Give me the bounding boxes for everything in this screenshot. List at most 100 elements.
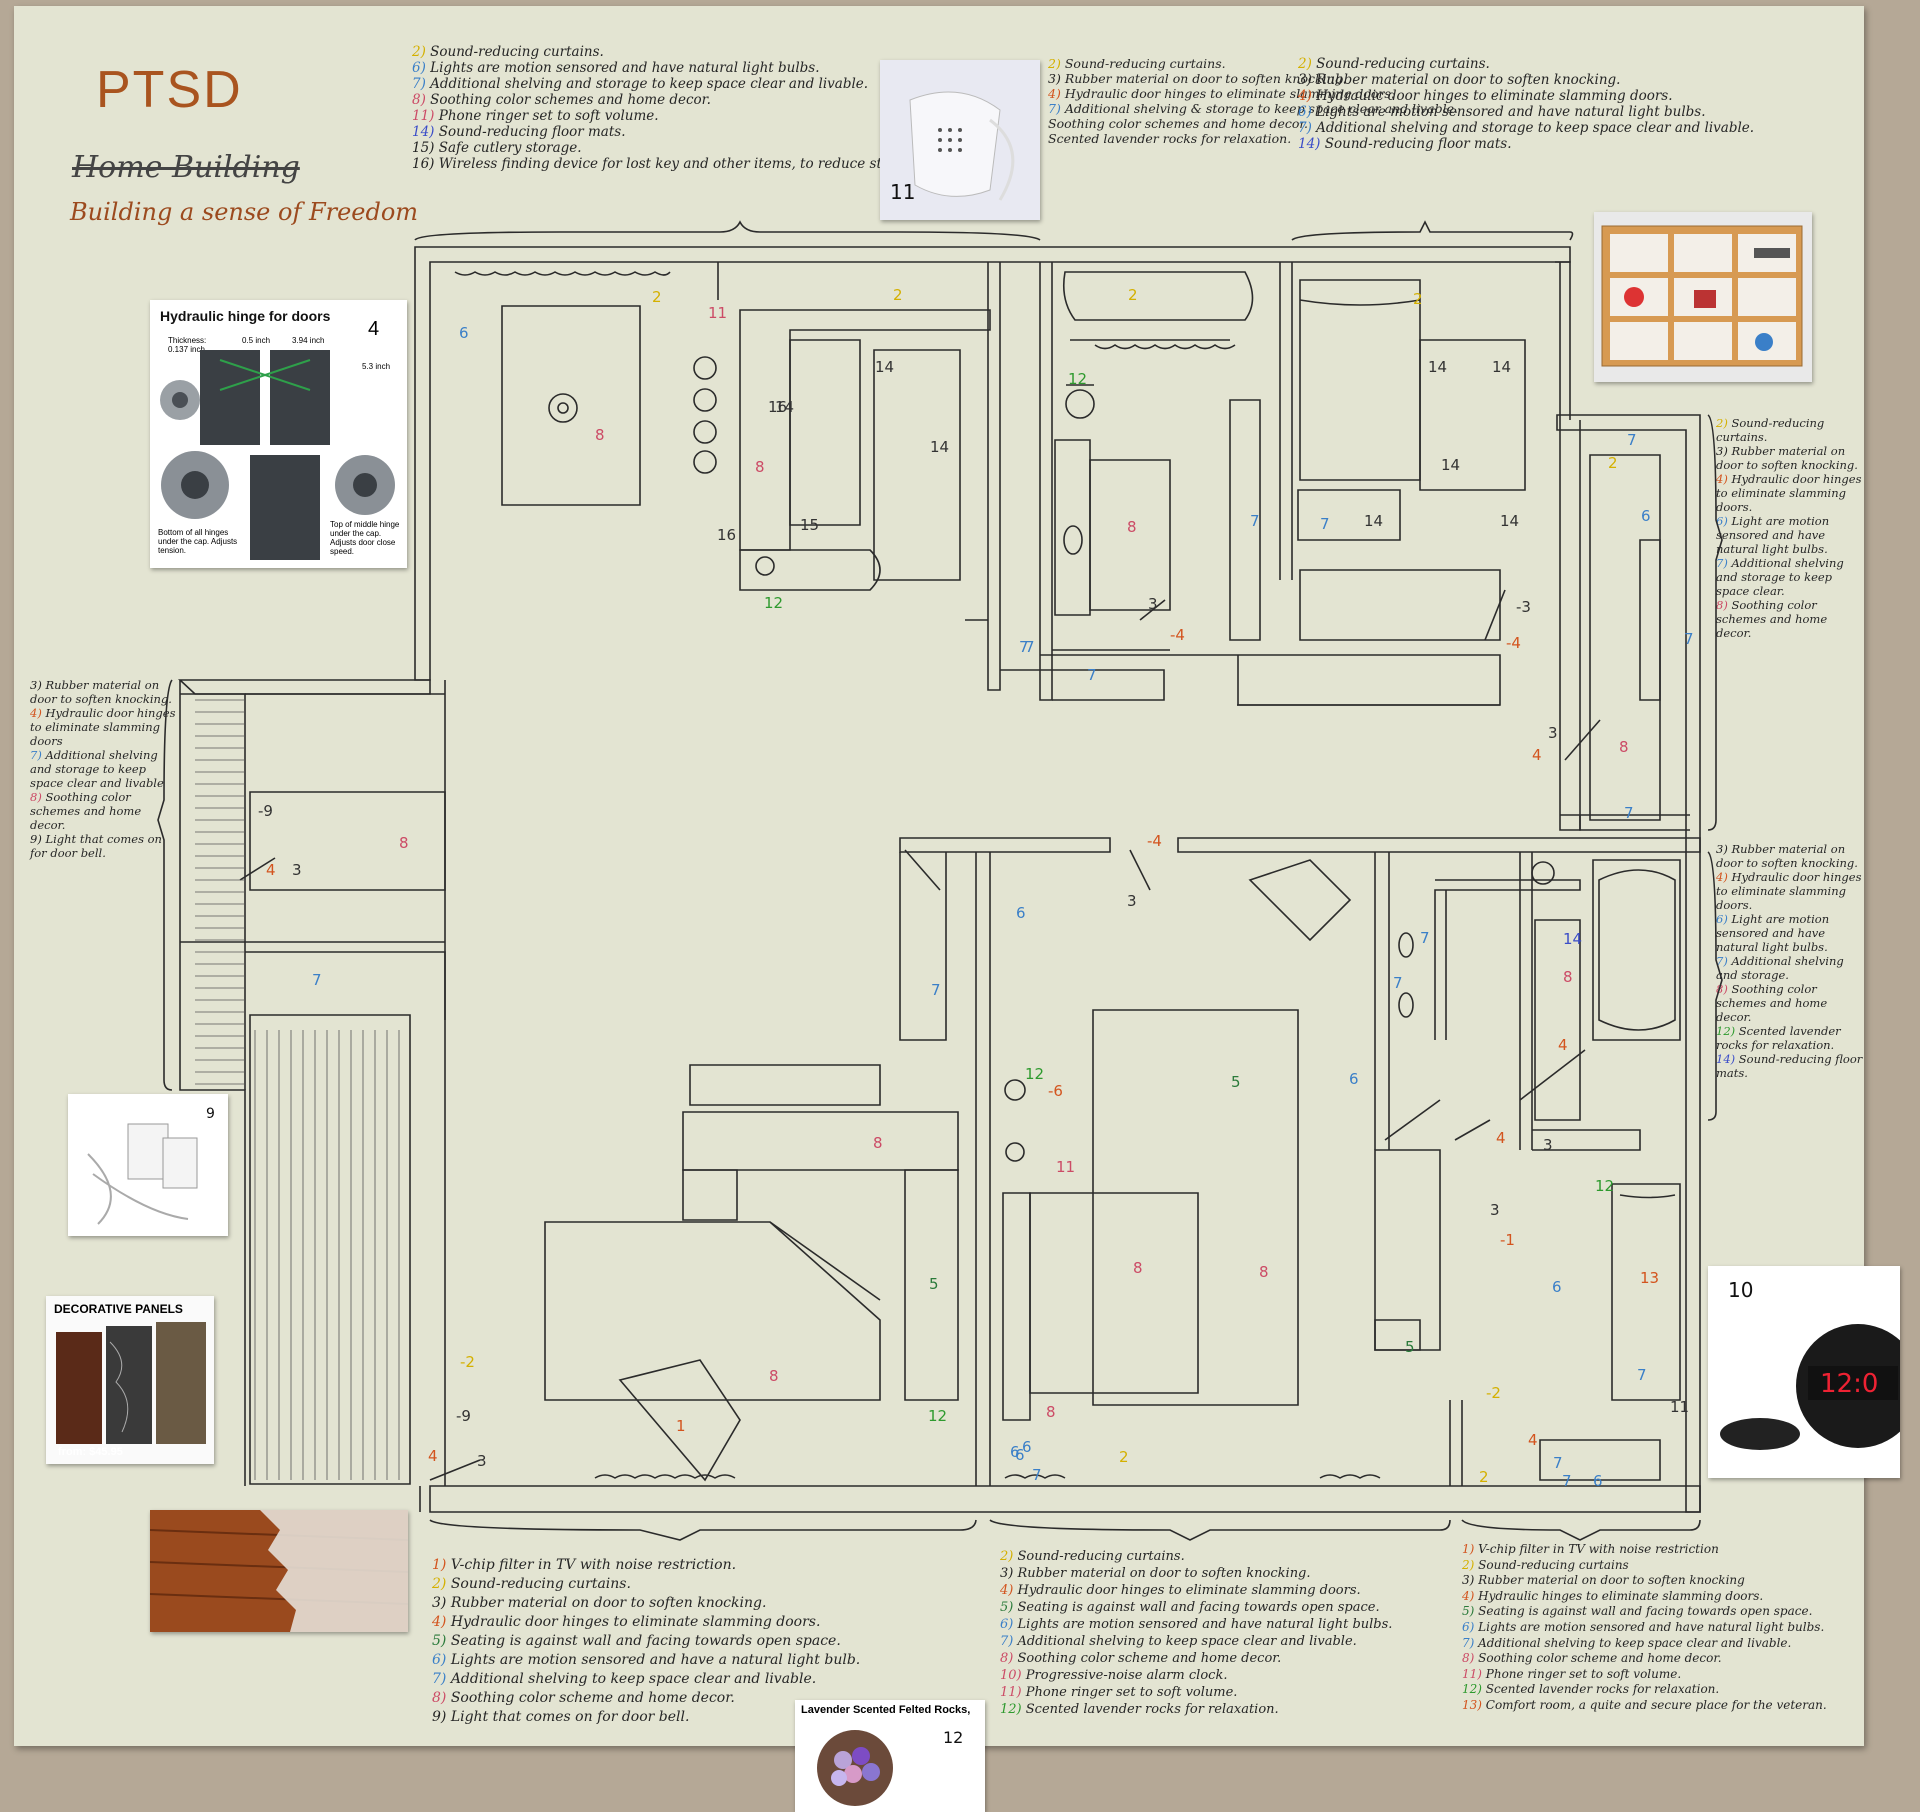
note-item: 6) Lights are motion sensored and have n… [412, 60, 820, 76]
plan-label: 16 [768, 398, 787, 416]
poster-title: PTSD [96, 61, 243, 119]
plan-label: 6 [1552, 1278, 1562, 1296]
hinge-photo-number: 4 [368, 318, 380, 340]
plan-label: 4 [428, 1447, 438, 1465]
plan-label: -4 [1170, 626, 1185, 644]
note-item: 8) Soothing color scheme and home decor. [432, 1690, 735, 1706]
note-item: 3) Rubber material on door to soften kno… [1298, 72, 1621, 88]
note-item: 7) Additional shelving to keep space cle… [432, 1671, 817, 1687]
plan-label: 7 [1684, 630, 1694, 648]
decorative-panels-price: from: $45.95 [58, 1446, 123, 1458]
plan-label: 6 [1015, 1446, 1025, 1464]
note-item: 2) Sound-reducing curtains. [412, 44, 604, 60]
plan-label: 6 [1022, 1438, 1032, 1456]
alarm-clock-photo: 10 12:0 [1708, 1266, 1900, 1478]
note-item: 4) Hydraulic door hinges to eliminate sl… [432, 1614, 821, 1630]
plan-label: 4 [1528, 1431, 1538, 1449]
plan-label: 7 [1019, 638, 1029, 656]
plan-label: 14 [1563, 930, 1582, 948]
plan-label: 7 [1025, 638, 1035, 656]
plan-label: 12 [928, 1407, 947, 1425]
alarm-clock-number: 10 [1728, 1278, 1754, 1302]
plan-label: 2 [893, 286, 903, 304]
note-item: 8) Soothing color schemes and home decor… [1716, 598, 1828, 640]
note-item: 7) Additional shelving to keep space cle… [1462, 1635, 1792, 1650]
hinge-photo-title: Hydraulic hinge for doors [160, 308, 331, 324]
plan-label: 8 [1619, 738, 1629, 756]
note-item: 5) Seating is against wall and facing to… [1000, 1600, 1380, 1615]
plan-label: 7 [1627, 431, 1637, 449]
plan-label: 7 [1393, 974, 1403, 992]
note-item: 1) V-chip filter in TV with noise restri… [432, 1557, 737, 1573]
plan-label: 6 [1010, 1443, 1020, 1461]
note-item: 15) Safe cutlery storage. [412, 140, 582, 156]
plan-label: 7 [931, 981, 941, 999]
note-item: 9) Light that comes on for door bell. [30, 832, 162, 860]
plan-label: 1 [676, 1417, 686, 1435]
note-item: 3) Rubber material on door to soften kno… [30, 678, 172, 706]
note-item: 12) Scented lavender rocks for relaxatio… [1716, 1024, 1841, 1052]
note-item: 12) Scented lavender rocks for relaxatio… [1462, 1682, 1720, 1697]
note-item: 6) Lights are motion sensored and have n… [1462, 1619, 1825, 1634]
plan-label: 6 [1593, 1472, 1603, 1490]
note-item: 3) Rubber material on door to soften kno… [1716, 842, 1858, 870]
poster-subtitle: Home Building [72, 150, 300, 185]
note-item: 14) Sound-reducing floor mats. [1298, 136, 1512, 152]
note-item: 14) Sound-reducing floor mats. [1716, 1052, 1863, 1080]
note-item: 7) Additional shelving and storage to ke… [1298, 120, 1755, 136]
note-item: 6) Light are motion sensored and have na… [1716, 514, 1830, 556]
doorbell-photo: 9 [68, 1094, 228, 1236]
note-item: 2) Sound-reducing curtains. [1716, 416, 1825, 444]
plan-label: 7 [1553, 1454, 1563, 1472]
note-item: 3) Rubber material on door to soften kno… [1048, 71, 1347, 86]
note-item: 3) Rubber material on door to soften kno… [1000, 1566, 1311, 1581]
lavender-rocks-photo: Lavender Scented Felted Rocks, 12 [795, 1700, 985, 1812]
notes-right-upper: 2) Sound-reducing curtains.3) Rubber mat… [1716, 416, 1866, 640]
note-item: 2) Sound-reducing curtains. [1048, 56, 1226, 71]
hinge-dim1: 0.5 inch [242, 336, 271, 345]
notes-top-left: 2) Sound-reducing curtains.6) Lights are… [412, 44, 914, 172]
plan-label: 4 [1496, 1129, 1506, 1147]
notes-top-right: 2) Sound-reducing curtains.3) Rubber mat… [1298, 56, 1754, 152]
plan-label: 8 [1133, 1259, 1143, 1277]
note-item: 8) Soothing color schemes and home decor… [30, 790, 142, 832]
note-item: 1) V-chip filter in TV with noise restri… [1462, 1542, 1719, 1556]
hinge-caption-2: Top of middle hinge under the cap. Adjus… [330, 520, 400, 556]
plan-label: 6 [1016, 904, 1026, 922]
note-item: 4) Hydraulic door hinges to eliminate sl… [1048, 86, 1395, 101]
notes-bottom-middle: 2) Sound-reducing curtains.3) Rubber mat… [1000, 1548, 1392, 1718]
plan-label: 4 [266, 861, 276, 879]
note-item: 9) Light that comes on for door bell. [432, 1709, 690, 1725]
plan-label: 14 [930, 438, 949, 456]
plan-label: 14 [775, 398, 794, 416]
notes-bottom-left: 1) V-chip filter in TV with noise restri… [432, 1556, 860, 1727]
plan-label: 7 [1250, 512, 1260, 530]
note-item: 6) Lights are motion sensored and have a… [432, 1652, 861, 1668]
plan-label: -2 [1486, 1384, 1501, 1402]
note-item: 6) Light are motion sensored and have na… [1716, 912, 1830, 954]
note-item: 5) Seating is against wall and facing to… [1462, 1604, 1813, 1619]
plan-label: 3 [1490, 1201, 1500, 1219]
note-item: 4) Hydraulic hinges to eliminate slammin… [1462, 1588, 1764, 1603]
hinge-image [160, 350, 395, 560]
hinge-caption-1: Bottom of all hinges under the cap. Adju… [158, 528, 238, 555]
plan-label: 2 [652, 288, 662, 306]
note-item: 6) Lights are motion sensored and have n… [1298, 104, 1706, 120]
plan-label: 3 [1548, 724, 1558, 742]
plan-label: 12 [1025, 1065, 1044, 1083]
note-item: 6) Lights are motion sensored and have n… [1000, 1617, 1393, 1632]
plan-label: 14 [1428, 358, 1447, 376]
note-item: Soothing color schemes and home decor. [1048, 116, 1308, 131]
plan-label: -2 [460, 1353, 475, 1371]
note-item: 11) Phone ringer set to soft volume. [1000, 1685, 1238, 1700]
plan-label: 7 [1032, 1466, 1042, 1484]
plan-label: 8 [399, 834, 409, 852]
note-item: 12) Scented lavender rocks for relaxatio… [1000, 1702, 1279, 1717]
alarm-clock-icon: 12:0 [1720, 1324, 1900, 1450]
plan-label: -3 [1516, 598, 1531, 616]
plan-label: 15 [800, 516, 819, 534]
storage-shelf-icon [1601, 225, 1803, 367]
plan-label: 3 [477, 1452, 487, 1470]
note-item: 2) Sound-reducing curtains [1462, 1557, 1629, 1572]
hinge-thickness: Thickness: 0.137 inch [168, 336, 207, 354]
